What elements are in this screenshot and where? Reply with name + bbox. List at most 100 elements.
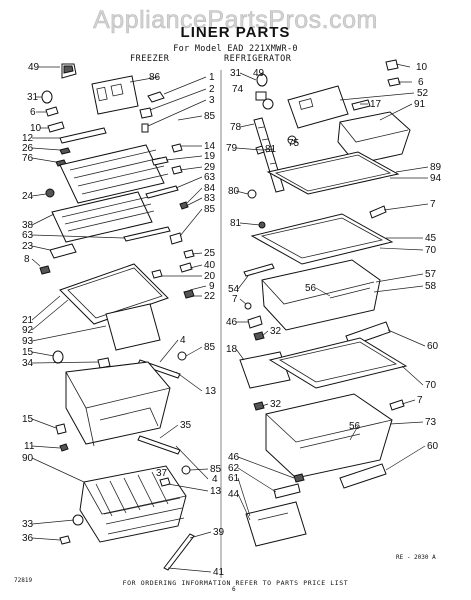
- part-number-label: 63: [204, 172, 216, 183]
- part-number-label: 85: [204, 111, 216, 122]
- part-number-label: 38: [22, 220, 34, 231]
- part-number-label: 17: [370, 99, 382, 110]
- part-number-label: 85: [210, 464, 222, 475]
- part-number-label: 44: [228, 489, 240, 500]
- part-number-label: 60: [427, 341, 439, 352]
- part-number-label: 85: [204, 342, 216, 353]
- part-number-label: 60: [427, 441, 439, 452]
- part-number-label: 92: [22, 325, 34, 336]
- part-number-label: 4: [212, 474, 218, 485]
- part-number-labels: 4931610122676243863238219293153415119033…: [22, 62, 442, 578]
- part-number-label: 56: [349, 421, 361, 432]
- diagram-title: LINER PARTS: [180, 24, 291, 41]
- part-number-label: 32: [270, 399, 282, 410]
- part-number-label: 25: [204, 248, 216, 259]
- part-number-label: 10: [416, 62, 428, 73]
- freezer-parts: [39, 63, 195, 571]
- part-number-label: 18: [226, 344, 238, 355]
- part-number-label: 26: [22, 143, 34, 154]
- part-number-label: 41: [213, 567, 225, 578]
- watermark: AppliancePartsPros.com: [93, 6, 378, 35]
- part-number-label: 81: [230, 218, 242, 229]
- part-number-label: 78: [230, 122, 242, 133]
- part-number-label: 8: [24, 254, 30, 265]
- part-number-label: 58: [425, 281, 437, 292]
- part-number-label: 73: [425, 417, 437, 428]
- part-number-label: 4: [180, 335, 186, 346]
- part-number-label: 15: [22, 347, 34, 358]
- part-number-label: 76: [22, 153, 34, 164]
- part-number-label: 86: [149, 72, 161, 83]
- part-number-label: 33: [22, 519, 34, 530]
- corner-code: 72819: [14, 577, 33, 584]
- diagram-code: RE - 2030 A: [396, 554, 436, 561]
- part-number-label: 63: [22, 230, 34, 241]
- part-number-label: 31: [27, 92, 39, 103]
- part-number-label: 12: [22, 133, 34, 144]
- part-number-label: 14: [204, 141, 216, 152]
- part-number-label: 74: [232, 84, 244, 95]
- part-number-label: 40: [204, 260, 216, 271]
- part-number-label: 79: [226, 143, 238, 154]
- model-subtitle: For Model EAD 221XMWR-0: [173, 44, 298, 54]
- part-number-label: 2: [209, 84, 215, 95]
- part-number-label: 75: [288, 138, 300, 149]
- part-number-label: 85: [204, 204, 216, 215]
- part-number-label: 7: [430, 199, 436, 210]
- part-number-label: 54: [228, 284, 240, 295]
- part-number-label: 61: [228, 473, 240, 484]
- part-number-label: 90: [22, 453, 34, 464]
- part-number-label: 93: [22, 336, 34, 347]
- part-number-label: 45: [425, 233, 437, 244]
- part-number-label: 21: [22, 315, 34, 326]
- part-number-label: 37: [156, 468, 168, 479]
- part-number-label: 89: [430, 162, 442, 173]
- part-number-label: 52: [417, 88, 429, 99]
- part-number-label: 6: [30, 107, 36, 118]
- part-number-label: 6: [418, 77, 424, 88]
- section-refrigerator: REFRIGERATOR: [224, 54, 292, 64]
- part-number-label: 31: [230, 68, 242, 79]
- part-number-label: 22: [204, 291, 216, 302]
- section-freezer: FREEZER: [130, 54, 170, 64]
- part-number-label: 39: [213, 527, 225, 538]
- part-number-label: 20: [204, 271, 216, 282]
- part-number-label: 13: [205, 386, 217, 397]
- part-number-label: 3: [209, 95, 215, 106]
- part-number-label: 7: [417, 395, 423, 406]
- part-number-label: 94: [430, 173, 442, 184]
- part-number-label: 34: [22, 358, 34, 369]
- page-mark: 6: [232, 586, 236, 593]
- part-number-label: 57: [425, 269, 437, 280]
- part-number-label: 11: [24, 441, 35, 452]
- part-number-label: 70: [425, 380, 437, 391]
- part-number-label: 91: [414, 99, 426, 110]
- part-number-label: 35: [180, 420, 192, 431]
- part-number-label: 23: [22, 241, 34, 252]
- part-number-label: 56: [305, 283, 317, 294]
- part-number-label: 15: [22, 414, 34, 425]
- part-number-label: 10: [30, 123, 42, 134]
- part-number-label: 46: [228, 452, 240, 463]
- part-number-label: 1: [209, 72, 215, 83]
- part-number-label: 7: [232, 294, 238, 305]
- part-number-label: 36: [22, 533, 34, 544]
- part-number-label: 24: [22, 191, 34, 202]
- part-number-label: 83: [204, 193, 216, 204]
- part-number-label: 49: [28, 62, 40, 73]
- part-number-label: 29: [204, 162, 216, 173]
- ordering-footer: FOR ORDERING INFORMATION REFER TO PARTS …: [122, 579, 349, 587]
- part-number-label: 80: [228, 186, 240, 197]
- part-number-label: 19: [204, 151, 216, 162]
- part-number-label: 62: [228, 463, 240, 474]
- part-number-label: 81: [265, 144, 277, 155]
- part-number-label: 70: [425, 245, 437, 256]
- part-number-label: 84: [204, 183, 216, 194]
- refrigerator-parts: [239, 59, 411, 547]
- part-number-label: 49: [253, 68, 265, 79]
- part-number-label: 32: [270, 326, 282, 337]
- part-number-label: 9: [209, 281, 215, 292]
- part-number-label: 46: [226, 317, 238, 328]
- part-number-label: 13: [210, 486, 222, 497]
